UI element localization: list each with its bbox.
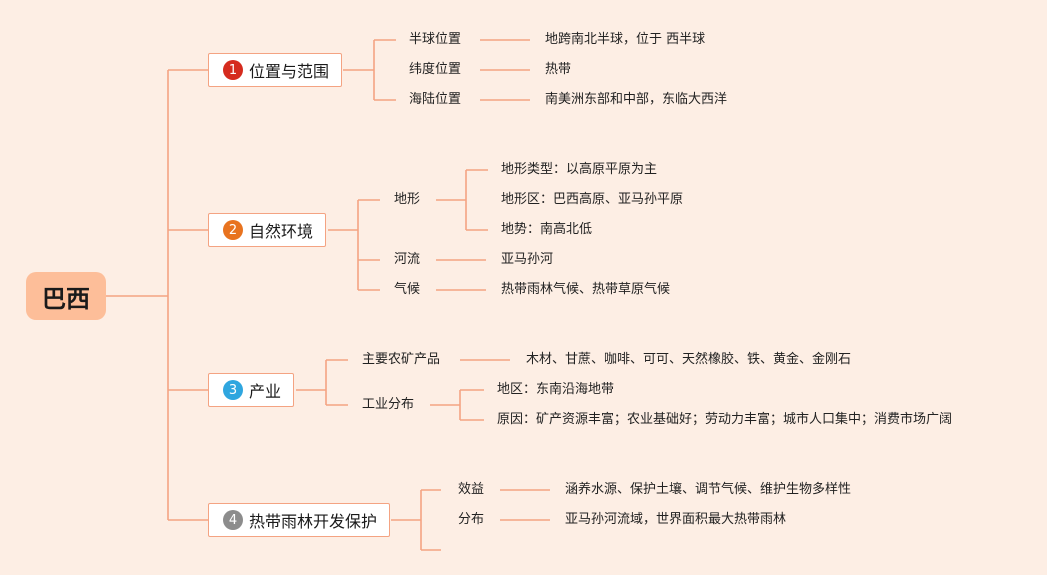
climate-label: 气候 (394, 282, 421, 297)
latitude-label: 纬度位置 (409, 62, 462, 77)
river-label: 河流 (394, 252, 421, 267)
distribution-label: 分布 (458, 512, 485, 527)
number-badge: 1 (223, 60, 243, 80)
benefit-label: 效益 (458, 482, 485, 497)
hemisphere-value: 地跨南北半球，位于 西半球 (545, 32, 706, 47)
industry-region-text: 地区：东南沿海地带 (497, 382, 615, 397)
benefit-value: 涵养水源、保护土壤、调节气候、维护生物多样性 (565, 482, 852, 497)
terrain-type-text: 地形类型：以高原平原为主 (501, 162, 658, 177)
river-value: 亚马孙河 (501, 252, 554, 267)
section-location-node[interactable]: 1 位置与范围 (208, 53, 343, 87)
section-title: 热带雨林开发保护 (249, 512, 378, 531)
number-badge: 3 (223, 380, 243, 400)
terrain-region-text: 地形区：巴西高原、亚马孙平原 (501, 192, 684, 207)
products-value: 木材、甘蔗、咖啡、可可、天然橡胶、铁、黄金、金刚石 (526, 352, 852, 367)
industry-reason-text: 原因：矿产资源丰富；农业基础好；劳动力丰富；城市人口集中；消费市场广阔 (497, 412, 953, 427)
number-badge: 2 (223, 220, 243, 240)
land-sea-label: 海陆位置 (409, 92, 462, 107)
hemisphere-label: 半球位置 (409, 32, 462, 47)
land-sea-value: 南美洲东部和中部，东临大西洋 (545, 92, 728, 107)
products-label: 主要农矿产品 (362, 352, 441, 367)
section-industry-node[interactable]: 3 产业 (208, 373, 295, 407)
distribution-value: 亚马孙河流域，世界面积最大热带雨林 (565, 512, 787, 527)
industry-distribution-label: 工业分布 (362, 397, 415, 412)
latitude-value: 热带 (545, 62, 572, 77)
terrain-slope-text: 地势：南高北低 (501, 222, 593, 237)
section-title: 自然环境 (249, 222, 314, 241)
climate-value: 热带雨林气候、热带草原气候 (501, 282, 671, 297)
section-title: 位置与范围 (249, 62, 330, 81)
section-title: 产业 (249, 382, 282, 401)
number-badge: 4 (223, 510, 243, 530)
section-environment-node[interactable]: 2 自然环境 (208, 213, 327, 247)
terrain-label: 地形 (394, 192, 421, 207)
section-rainforest-node[interactable]: 4 热带雨林开发保护 (208, 503, 391, 537)
root-node[interactable]: 巴西 (26, 272, 106, 320)
